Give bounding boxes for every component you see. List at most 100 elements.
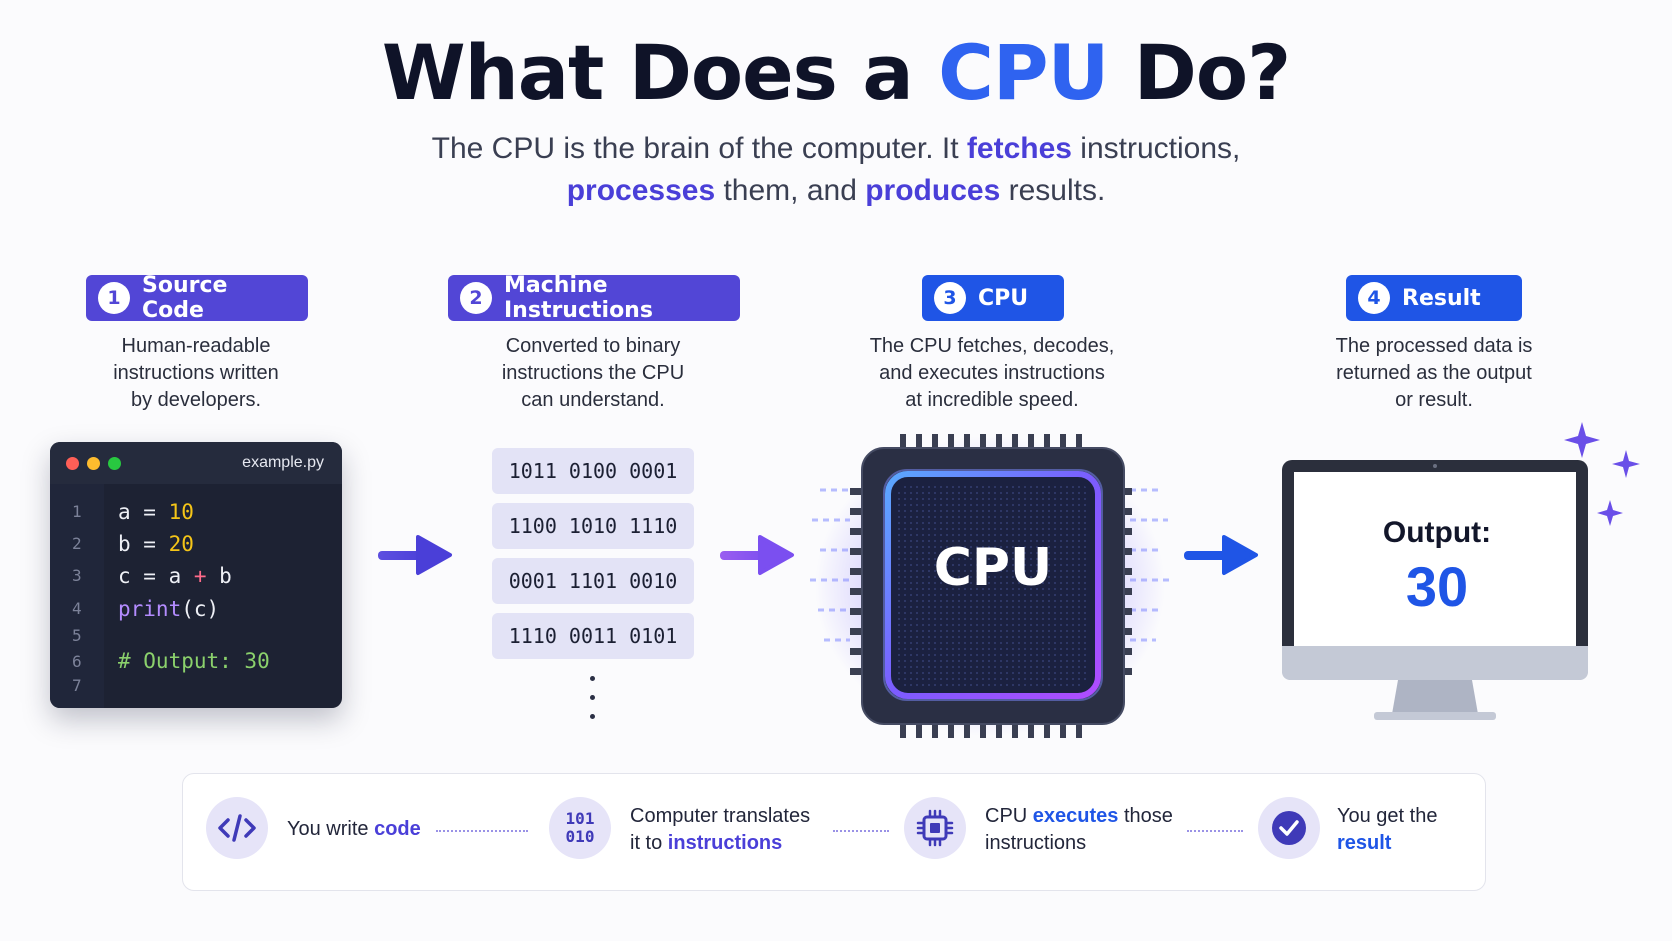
code-comment: # Output: 30 <box>118 649 270 673</box>
subtitle-text: results. <box>1000 174 1106 207</box>
sparkle-icon <box>1564 422 1640 526</box>
arrow-right-icon <box>378 535 452 575</box>
connector-dots <box>436 830 528 832</box>
step-number: 4 <box>1358 282 1390 314</box>
code-token: a = <box>118 500 169 524</box>
code-token: + <box>193 564 207 588</box>
check-circle-icon <box>1258 797 1320 859</box>
step-badge-cpu: 3 CPU <box>922 275 1064 321</box>
title-post: Do? <box>1108 28 1291 117</box>
arrow-right-icon <box>720 535 794 575</box>
desc-line: and executes instructions <box>879 362 1105 384</box>
code-token: 10 <box>168 500 194 524</box>
binary-icon-text: 010 <box>565 827 595 846</box>
step-description-result: The processed data is returned as the ou… <box>1284 333 1584 414</box>
summary-text-part: those <box>1118 805 1173 827</box>
desc-line: The processed data is <box>1335 335 1533 357</box>
output-value: 30 <box>1405 555 1469 618</box>
code-line: a = 10 <box>118 500 194 524</box>
subtitle-produces: produces <box>865 174 1001 207</box>
summary-highlight: executes <box>1032 805 1119 827</box>
line-number: 4 <box>72 599 82 618</box>
line-number: 1 <box>72 502 82 521</box>
step-description-source-code: Human-readable instructions written by d… <box>46 333 346 414</box>
chip-icon <box>904 797 966 859</box>
binary-instruction: 0001 1101 0010 <box>492 558 694 604</box>
summary-text-part: it to <box>630 832 668 854</box>
subtitle-text: The CPU is the brain of the computer. It <box>431 132 967 165</box>
binary-icon: 101 010 <box>549 797 611 859</box>
code-line: print(c) <box>118 597 219 621</box>
step-description-cpu: The CPU fetches, decodes, and executes i… <box>842 333 1142 414</box>
code-token: print <box>118 597 182 621</box>
binary-icon-text: 101 <box>565 809 595 828</box>
desc-line: can understand. <box>521 389 665 411</box>
summary-text-part: Computer translates <box>630 805 811 827</box>
title-accent: CPU <box>938 28 1109 117</box>
editor-filename: example.py <box>242 454 324 471</box>
editor-title-bar: example.py <box>50 442 342 484</box>
code-token: 20 <box>168 532 194 556</box>
line-number: 7 <box>72 676 82 695</box>
step-description-machine-instructions: Converted to binary instructions the CPU… <box>443 333 743 414</box>
line-number: 3 <box>72 566 82 585</box>
summary-highlight: code <box>374 818 421 840</box>
desc-line: Human-readable <box>121 335 271 357</box>
summary-text-part: You write <box>287 818 375 840</box>
desc-line: The CPU fetches, decodes, <box>869 335 1115 357</box>
cpu-chip-label: CPU <box>933 538 1053 598</box>
ellipsis-dot <box>590 695 595 700</box>
binary-instruction: 1100 1010 1110 <box>492 503 694 549</box>
output-label: Output: <box>1382 516 1492 549</box>
code-editor-window: example.py 1 2 3 4 5 6 7 a = 10 b = 20 c… <box>50 442 342 708</box>
desc-line: by developers. <box>130 389 262 411</box>
desc-line: at incredible speed. <box>905 389 1079 411</box>
code-line: c = a + b <box>118 564 232 588</box>
summary-text: CPU executes those instructions <box>985 803 1173 857</box>
summary-text-part: instructions <box>985 832 1087 854</box>
summary-text-part: You get the <box>1337 805 1438 827</box>
step-label: Source Code <box>142 273 228 323</box>
code-token: b <box>206 564 232 588</box>
desc-line: or result. <box>1395 389 1473 411</box>
summary-text-part: CPU <box>985 805 1033 827</box>
summary-text: Computer translates it to instructions <box>630 803 810 857</box>
line-number: 5 <box>72 626 82 645</box>
maximize-dot-icon <box>108 457 121 470</box>
desc-line: instructions the CPU <box>501 362 685 384</box>
page-subtitle: The CPU is the brain of the computer. It… <box>0 128 1672 212</box>
step-label: CPU <box>978 285 1029 311</box>
desc-line: instructions written <box>113 362 279 384</box>
cpu-chip-icon <box>810 434 1170 738</box>
summary-highlight: result <box>1337 832 1392 854</box>
subtitle-processes: processes <box>566 174 716 207</box>
monitor-icon <box>1282 460 1588 720</box>
step-number: 3 <box>934 282 966 314</box>
step-badge-source-code: 1 Source Code <box>86 273 308 323</box>
editor-gutter <box>50 484 104 708</box>
ellipsis-dot <box>590 714 595 719</box>
summary-highlight: instructions <box>667 832 783 854</box>
close-dot-icon <box>66 457 79 470</box>
code-token: (c) <box>181 597 220 621</box>
arrow-right-icon <box>1184 535 1258 575</box>
connector-dots <box>1187 830 1243 832</box>
minimize-dot-icon <box>87 457 100 470</box>
code-line: # Output: 30 <box>118 649 270 673</box>
step-label: Machine Instructions <box>504 273 653 323</box>
code-line: b = 20 <box>118 532 194 556</box>
code-token: c = a <box>118 564 194 588</box>
binary-instruction: 1110 0011 0101 <box>492 613 694 659</box>
summary-text: You get the result <box>1337 803 1437 857</box>
line-number: 2 <box>72 534 82 553</box>
desc-line: returned as the output <box>1336 362 1532 384</box>
page-title: What Does a CPU Do? <box>0 28 1672 117</box>
step-badge-machine-instructions: 2 Machine Instructions <box>448 273 740 323</box>
code-token: b = <box>118 532 169 556</box>
subtitle-text: instructions, <box>1071 132 1241 165</box>
step-label: Result <box>1402 285 1481 311</box>
line-number: 6 <box>72 652 82 671</box>
title-pre: What Does a <box>381 28 939 117</box>
subtitle-fetches: fetches <box>966 132 1072 165</box>
step-number: 1 <box>98 282 130 314</box>
